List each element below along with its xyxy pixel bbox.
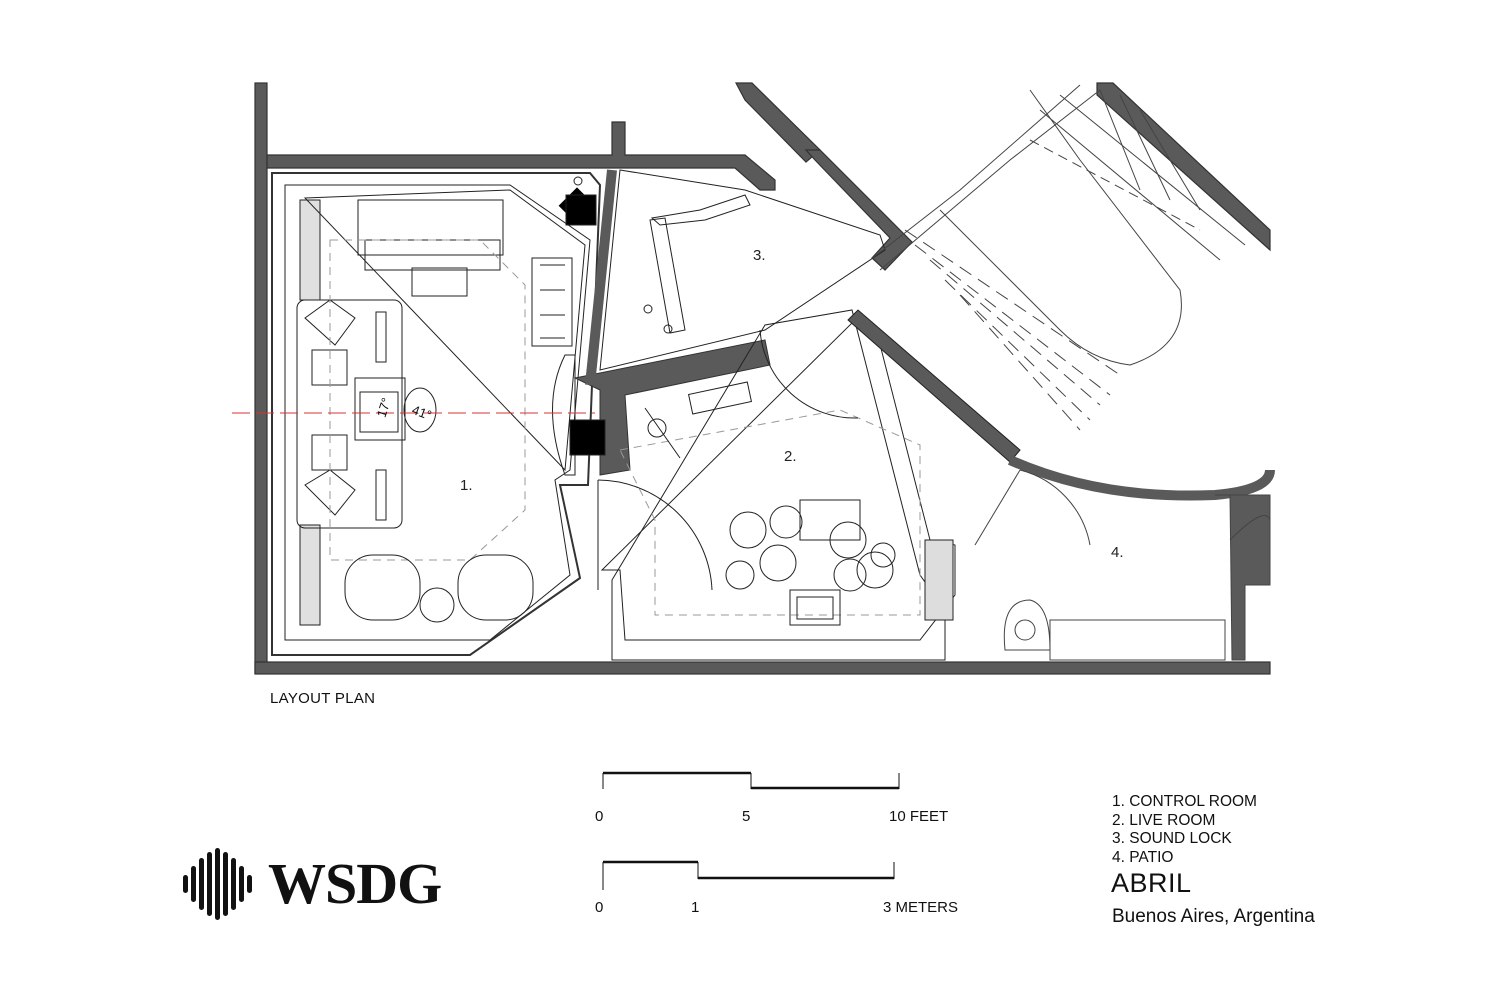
project-name: ABRIL bbox=[1111, 868, 1192, 898]
scale-feet-tick-10: 10 FEET bbox=[889, 808, 949, 825]
outer-walls bbox=[254, 82, 1271, 675]
room-label-patio: 4. bbox=[1111, 544, 1124, 561]
scale-meters-tick-0: 0 bbox=[595, 899, 604, 916]
control-room-walls bbox=[271, 172, 602, 656]
drawing-caption: LAYOUT PLAN bbox=[270, 690, 376, 707]
live-room-walls bbox=[569, 309, 1021, 661]
project-location: Buenos Aires, Argentina bbox=[1112, 906, 1315, 927]
scale-meters-tick-1: 1 bbox=[691, 899, 700, 916]
sound-wave-logo-icon bbox=[183, 848, 252, 920]
scale-bar-meters bbox=[602, 860, 895, 890]
scale-feet-tick-0: 0 bbox=[595, 808, 604, 825]
room-label-control-room: 1. bbox=[460, 477, 473, 494]
brand-logo-text: WSDG bbox=[268, 851, 442, 916]
scale-bar-feet bbox=[602, 771, 900, 790]
room-label-live-room: 2. bbox=[784, 448, 797, 465]
legend-item: 1. CONTROL ROOM bbox=[1112, 793, 1257, 810]
scale-feet-tick-5: 5 bbox=[742, 808, 751, 825]
sound-lock-walls bbox=[565, 169, 886, 386]
legend-item: 4. PATIO bbox=[1112, 848, 1174, 866]
legend-item: 3. SOUND LOCK bbox=[1112, 830, 1232, 847]
scale-meters-tick-3: 3 METERS bbox=[883, 899, 959, 916]
room-legend: 1. CONTROL ROOM 2. LIVE ROOM 3. SOUND LO… bbox=[1112, 793, 1257, 867]
room-label-sound-lock: 3. bbox=[753, 247, 766, 264]
legend-item: 2. LIVE ROOM bbox=[1112, 811, 1216, 829]
stairs-and-patio bbox=[869, 84, 1275, 661]
